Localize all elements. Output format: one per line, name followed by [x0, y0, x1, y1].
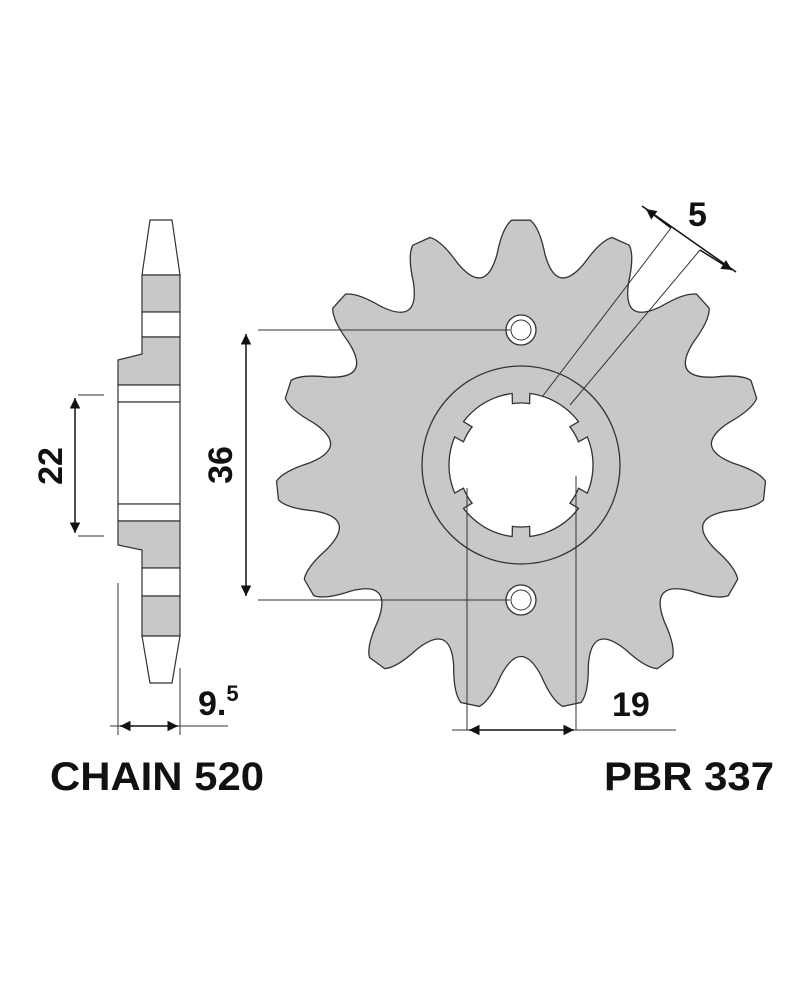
side-band: [117, 503, 181, 522]
bolt-spacing-label: 36: [202, 446, 240, 484]
thickness-main: 9.: [198, 685, 226, 723]
bolt-spacing-dimension: [240, 329, 510, 601]
bolt-holes: [505, 314, 537, 616]
side-band: [141, 274, 181, 313]
bore-label: 19: [612, 686, 650, 724]
part-number-label: PBR 337: [604, 755, 774, 799]
side-view: [117, 219, 181, 684]
side-tip-bottom: [141, 635, 181, 684]
bore-dimension: [452, 476, 676, 736]
side-band: [141, 567, 181, 597]
side-band: [141, 595, 181, 637]
hub-circle: [421, 365, 621, 565]
hub-width-label: 22: [32, 447, 70, 485]
side-band: [141, 311, 181, 338]
spline-width-label: 5: [688, 196, 707, 234]
spline-width-dimension: [541, 205, 737, 406]
bolt-hole-bottom-inner: [510, 589, 532, 611]
thickness-superscript: 5: [226, 681, 238, 706]
side-hub-bottom: [117, 520, 181, 569]
thickness-label: 9.5: [198, 681, 239, 723]
side-tip-top: [141, 219, 181, 276]
bolt-hole-top-inner: [510, 319, 532, 341]
hub-width-dimension: [69, 394, 104, 537]
splined-bore: [448, 392, 594, 538]
thickness-dimension: [110, 583, 228, 735]
side-hub-bore: [117, 401, 181, 505]
side-band: [117, 384, 181, 403]
chain-label: CHAIN 520: [50, 755, 264, 799]
side-hub-top: [117, 336, 181, 386]
